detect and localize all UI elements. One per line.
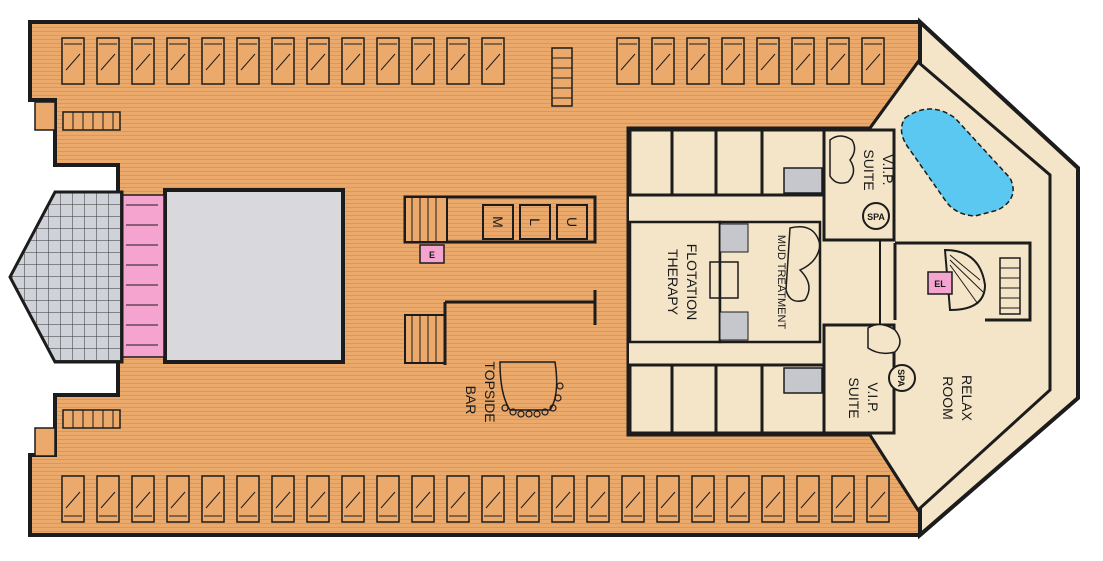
stairs-icon bbox=[999, 257, 1021, 315]
loungers bbox=[61, 37, 890, 523]
treatment-rooms-bottom bbox=[628, 363, 826, 435]
lounger-icon bbox=[271, 37, 295, 85]
lounger-icon bbox=[691, 475, 715, 523]
seat-rows bbox=[126, 204, 158, 346]
lounger-icon bbox=[61, 475, 85, 523]
svg-text:THERAPY: THERAPY bbox=[665, 249, 681, 316]
spa-badge-icon: SPA bbox=[888, 364, 916, 392]
stairs-icon bbox=[404, 290, 597, 365]
lounger-icon bbox=[376, 37, 400, 85]
lift-shaft: M L U E bbox=[403, 195, 597, 264]
treatment-bed-icon bbox=[867, 323, 901, 355]
spa-badge-icon: SPA bbox=[862, 202, 890, 230]
lounger-icon bbox=[236, 475, 260, 523]
lounger-icon bbox=[131, 37, 155, 85]
service-grey bbox=[719, 223, 749, 253]
lounger-icon bbox=[621, 475, 645, 523]
svg-text:V.I.P.: V.I.P. bbox=[880, 154, 896, 185]
svg-text:EL: EL bbox=[934, 279, 946, 289]
svg-text:ROOM: ROOM bbox=[940, 376, 956, 420]
lounger-icon bbox=[831, 475, 855, 523]
lounger-icon bbox=[166, 475, 190, 523]
vip-suite-top-label: V.I.P. SUITE bbox=[861, 149, 896, 190]
bow-inner-wall bbox=[868, 61, 1032, 511]
mud-treatment-label: MUD TREATMENT bbox=[775, 235, 787, 330]
elevator-icon: EL bbox=[927, 248, 987, 312]
lounger-icon bbox=[516, 475, 540, 523]
treatment-rooms-top bbox=[628, 128, 826, 197]
lounger-icon bbox=[306, 475, 330, 523]
topside-bar-label: TOPSIDE BAR bbox=[463, 361, 498, 422]
lounger-icon bbox=[756, 37, 780, 85]
svg-text:SUITE: SUITE bbox=[846, 377, 862, 418]
svg-text:SPA: SPA bbox=[867, 212, 885, 222]
lounger-icon bbox=[861, 37, 885, 85]
lounger-icon bbox=[686, 37, 710, 85]
treatment-bed-icon bbox=[829, 135, 856, 184]
bar-counter-icon bbox=[499, 361, 558, 411]
stage-seating bbox=[121, 194, 165, 358]
lounger-icon bbox=[271, 475, 295, 523]
svg-text:V.I.P.: V.I.P. bbox=[865, 382, 881, 413]
stairs-icon bbox=[34, 101, 56, 131]
lounger-icon bbox=[481, 475, 505, 523]
lounger-icon bbox=[796, 475, 820, 523]
lounger-icon bbox=[236, 37, 260, 85]
treatment-bed-icon bbox=[785, 226, 821, 302]
lounger-icon bbox=[446, 475, 470, 523]
lounger-icon bbox=[131, 475, 155, 523]
lounger-icon bbox=[721, 37, 745, 85]
svg-text:U: U bbox=[564, 217, 580, 227]
lounger-icon bbox=[201, 475, 225, 523]
lounger-icon bbox=[376, 475, 400, 523]
lounger-icon bbox=[411, 37, 435, 85]
lounger-icon bbox=[551, 475, 575, 523]
relax-room-label: RELAX ROOM bbox=[940, 375, 975, 422]
lounger-icon bbox=[656, 475, 680, 523]
service-grey bbox=[719, 311, 749, 341]
svg-text:FLOTATION: FLOTATION bbox=[684, 244, 700, 320]
lounger-icon bbox=[761, 475, 785, 523]
svg-text:RELAX: RELAX bbox=[959, 375, 975, 422]
lounger-icon bbox=[341, 475, 365, 523]
glass-dome-icon bbox=[8, 190, 124, 364]
flotation-therapy-room bbox=[628, 220, 722, 344]
stairs-icon bbox=[62, 111, 121, 131]
stairs-icon bbox=[34, 427, 56, 457]
lounger-icon bbox=[306, 37, 330, 85]
lounger-icon bbox=[166, 37, 190, 85]
flotation-therapy-label: FLOTATION THERAPY bbox=[665, 244, 700, 320]
svg-text:TOPSIDE: TOPSIDE bbox=[482, 361, 498, 422]
lounger-icon bbox=[201, 37, 225, 85]
bar-stools bbox=[501, 382, 564, 418]
stage-area bbox=[163, 188, 345, 364]
lounger-icon bbox=[341, 37, 365, 85]
lounger-icon bbox=[96, 475, 120, 523]
svg-text:SPA: SPA bbox=[896, 369, 906, 387]
lounger-icon bbox=[96, 37, 120, 85]
lounger-icon bbox=[791, 37, 815, 85]
lounger-icon bbox=[61, 37, 85, 85]
lounger-icon bbox=[726, 475, 750, 523]
stairs-icon bbox=[62, 409, 121, 429]
lounger-icon bbox=[586, 475, 610, 523]
svg-text:M: M bbox=[490, 216, 506, 228]
lounger-icon bbox=[866, 475, 890, 523]
stairs-icon bbox=[551, 47, 573, 107]
svg-text:E: E bbox=[429, 250, 435, 260]
lounger-icon bbox=[446, 37, 470, 85]
lounger-icon bbox=[481, 37, 505, 85]
svg-text:L: L bbox=[527, 218, 543, 226]
treatment-bed-icon bbox=[709, 261, 739, 299]
lounger-icon bbox=[616, 37, 640, 85]
lounger-icon bbox=[411, 475, 435, 523]
svg-text:SUITE: SUITE bbox=[861, 149, 877, 190]
svg-text:BAR: BAR bbox=[463, 386, 479, 415]
lounger-icon bbox=[826, 37, 850, 85]
lounger-icon bbox=[651, 37, 675, 85]
vip-suite-bottom-label: V.I.P. SUITE bbox=[846, 377, 881, 418]
pool-icon bbox=[900, 108, 1014, 217]
